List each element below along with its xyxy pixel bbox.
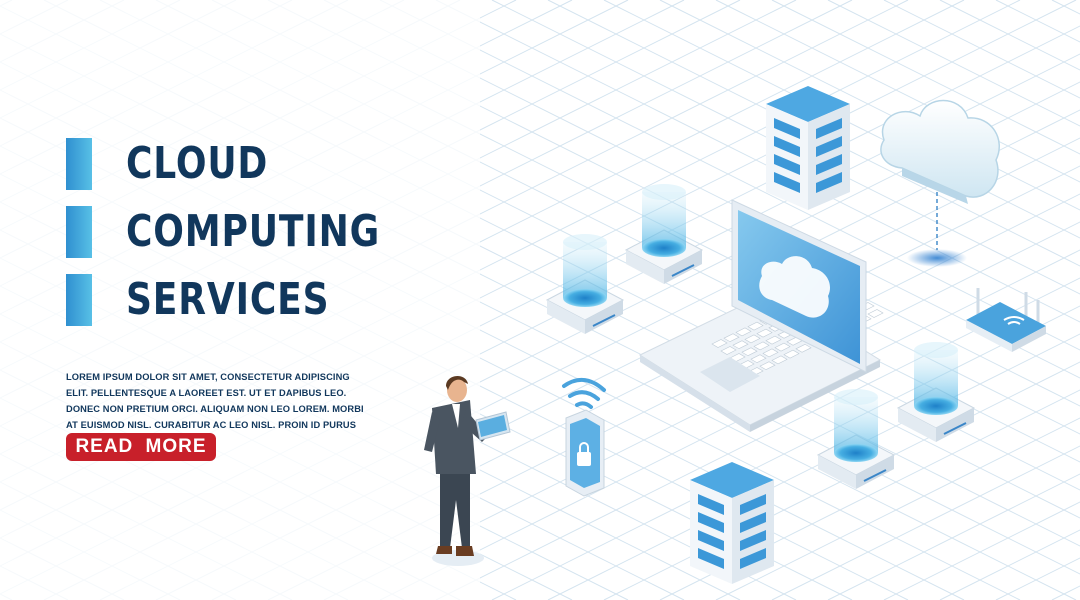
database-group — [545, 184, 976, 489]
accent-bar — [66, 138, 92, 190]
cloud-icon — [880, 99, 1001, 267]
database-cylinder-icon — [545, 234, 625, 334]
laptop-icon — [638, 199, 884, 432]
read-more-button[interactable]: READ MORE — [66, 433, 216, 461]
accent-bar — [66, 274, 92, 326]
businessman-figure — [424, 375, 511, 566]
server-rack-icon — [690, 462, 774, 584]
database-cylinder-icon — [624, 184, 704, 284]
accent-bar — [66, 206, 92, 258]
database-cylinder-icon — [896, 342, 976, 442]
smartphone-lock-icon — [562, 378, 606, 497]
wifi-router-icon — [966, 288, 1046, 352]
database-cylinder-icon — [816, 389, 896, 489]
server-rack-icon — [766, 86, 850, 210]
title-line-services: SERVICES — [126, 274, 330, 325]
title-line-computing: COMPUTING — [126, 206, 381, 257]
title-line-cloud: CLOUD — [126, 138, 269, 189]
